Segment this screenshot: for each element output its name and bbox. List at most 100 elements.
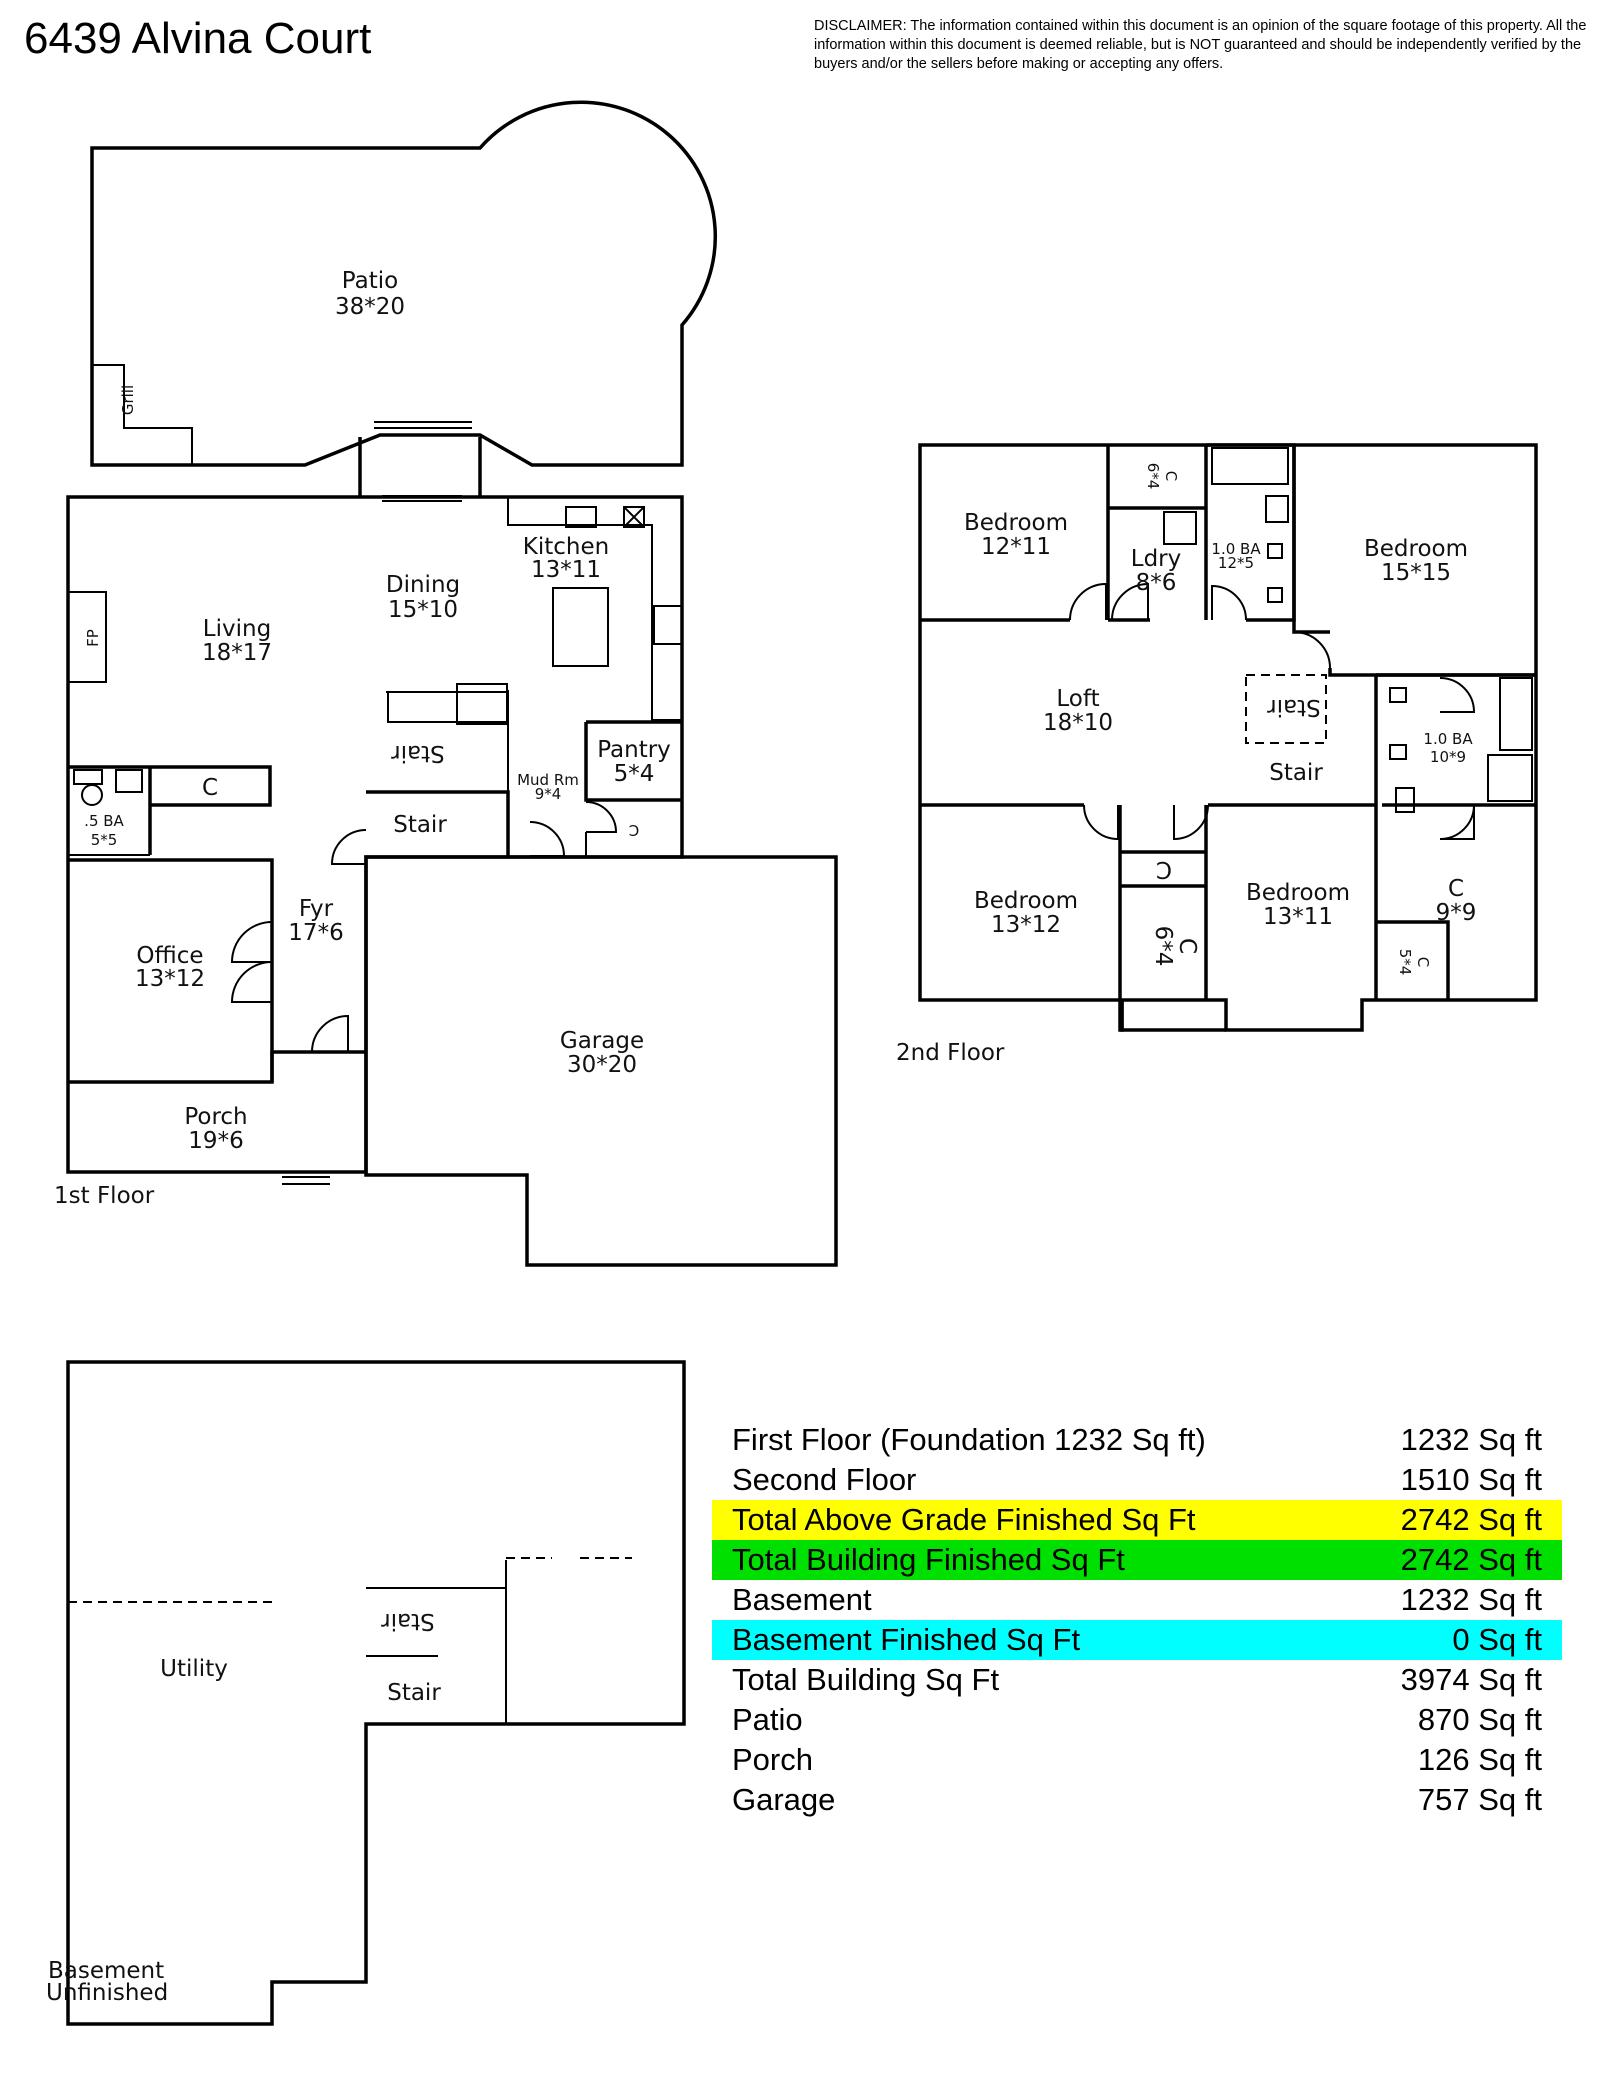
room-bath-top-name: 1.0 BA <box>1211 540 1261 558</box>
pantry-walls <box>584 720 682 802</box>
room-halfbath-dims: 5*5 <box>91 831 118 849</box>
room-kitchen-name: Kitchen <box>523 534 609 560</box>
room-closet-top-dims: 6*4 <box>1144 463 1162 490</box>
tub-icon-right <box>1499 677 1533 751</box>
room-bedroom-sw-name: Bedroom <box>974 888 1078 914</box>
sqft-value: 870 Sq ft <box>1417 1702 1542 1737</box>
room-stair-down-name: Stair <box>393 812 447 838</box>
office-wall <box>68 858 274 1082</box>
sqft-label: Total Above Grade Finished Sq Ft <box>732 1502 1196 1537</box>
room-living-name: Living <box>203 616 271 642</box>
room-dining-dims: 15*10 <box>388 597 458 623</box>
room-laundry-name: Ldry <box>1131 546 1181 572</box>
room-porch-name: Porch <box>184 1104 247 1130</box>
room-closet-mid-name: C <box>1174 938 1200 954</box>
bath-right-door <box>1439 677 1476 713</box>
kitchen-counter <box>507 497 682 721</box>
sqft-row: Patio 870 Sq ft <box>712 1700 1562 1740</box>
room-patio-name: Patio <box>342 268 398 294</box>
sqft-value: 0 Sq ft <box>1452 1622 1542 1657</box>
room-pantry-name: Pantry <box>597 737 671 763</box>
pantry-door <box>585 801 618 833</box>
room-closet-pantry-name: C <box>629 821 639 839</box>
grill-outline <box>92 364 193 465</box>
first-floor: Patio 38*20 Grill Living 18*17 FP Dining… <box>54 100 838 1267</box>
sqft-value: 1510 Sq ft <box>1400 1462 1542 1497</box>
sqft-value: 1232 Sq ft <box>1400 1422 1542 1457</box>
foyer-door <box>311 1014 349 1053</box>
square-footage-table: First Floor (Foundation 1232 Sq ft) 1232 … <box>712 1420 1562 1820</box>
room-bedroom-nw-dims: 12*11 <box>981 534 1051 560</box>
sqft-row: Basement Finished Sq Ft 0 Sq ft <box>712 1620 1562 1660</box>
sqft-row: Garage 757 Sq ft <box>712 1780 1562 1820</box>
shower-icon <box>1487 754 1533 802</box>
toilet-icon <box>73 769 103 785</box>
room-loft-dims: 18*10 <box>1043 710 1113 736</box>
room-patio-dims: 38*20 <box>335 294 405 320</box>
sqft-label: Basement Finished Sq Ft <box>732 1622 1081 1657</box>
room-living-dims: 18*17 <box>202 640 272 666</box>
sqft-value: 757 Sq ft <box>1417 1782 1542 1817</box>
room-mud-name: Mud Rm <box>517 771 579 789</box>
sqft-label: Second Floor <box>732 1462 917 1497</box>
dishwasher-icon <box>623 506 645 528</box>
toilet-icon-upper <box>1265 495 1289 523</box>
office-door <box>230 921 273 1003</box>
patio-outline <box>90 100 718 467</box>
room-closet-name: C <box>202 775 218 801</box>
kitchen-sink-icon <box>565 506 597 528</box>
room-foyer-name: Fyr <box>299 896 334 922</box>
closet-big-door <box>1439 804 1475 840</box>
room-closet-mid-dims: 6*4 <box>1150 926 1176 967</box>
laundry-sink-icon <box>1163 511 1197 545</box>
sqft-value: 2742 Sq ft <box>1400 1502 1542 1537</box>
basement-outline <box>66 1360 686 2026</box>
room-stair-up3-name: Stair <box>381 1608 435 1634</box>
room-porch-dims: 19*6 <box>188 1128 243 1154</box>
room-closet-big-dims: 9*9 <box>1436 900 1477 926</box>
room-stair-down3-name: Stair <box>387 1680 441 1706</box>
bedroom-se-door <box>1173 804 1209 841</box>
range-icon <box>653 605 683 645</box>
bedroom-ne-door <box>1293 631 1331 669</box>
room-pantry-dims: 5*4 <box>614 761 655 787</box>
sqft-row: First Floor (Foundation 1232 Sq ft) 1232 … <box>712 1420 1562 1460</box>
room-office-dims: 13*12 <box>135 966 205 992</box>
sqft-value: 1232 Sq ft <box>1400 1582 1542 1617</box>
sqft-row: Second Floor 1510 Sq ft <box>712 1460 1562 1500</box>
room-loft-name: Loft <box>1056 686 1099 712</box>
sqft-label: Basement <box>732 1582 872 1617</box>
room-bedroom-ne-dims: 15*15 <box>1381 560 1451 586</box>
tub-icon <box>1211 447 1289 485</box>
room-office-name: Office <box>136 943 203 969</box>
room-closet-small-name: C <box>1414 957 1432 967</box>
second-floor-label: 2nd Floor <box>896 1040 1005 1066</box>
laundry-door <box>1111 582 1149 621</box>
sqft-label: Garage <box>732 1782 836 1817</box>
room-closet-top-name: C <box>1162 471 1180 481</box>
patio-connector <box>358 437 482 497</box>
sqft-label: Patio <box>732 1702 803 1737</box>
room-garage-name: Garage <box>560 1028 644 1054</box>
sqft-value: 126 Sq ft <box>1417 1742 1542 1777</box>
room-bedroom-se-name: Bedroom <box>1246 880 1350 906</box>
room-bath-right-dims: 10*9 <box>1430 748 1466 766</box>
sqft-label: First Floor (Foundation 1232 Sq ft) <box>732 1422 1206 1457</box>
room-stair-up2-name: Stair <box>1267 694 1321 720</box>
room-stair-up-name: Stair <box>391 740 445 766</box>
bedroom-nw-door <box>1069 582 1107 621</box>
stair-upper-dashed <box>1245 674 1327 744</box>
basement: Utility Stair Stair Basement Unfinished <box>46 1360 686 2026</box>
sqft-label: Total Building Finished Sq Ft <box>732 1542 1125 1577</box>
room-bedroom-sw-dims: 13*12 <box>991 912 1061 938</box>
bath-top-door <box>1211 584 1247 621</box>
sqft-value: 2742 Sq ft <box>1400 1542 1542 1577</box>
sink-icon <box>115 769 143 793</box>
room-dining-name: Dining <box>386 572 460 598</box>
room-utility-name: Utility <box>160 1656 228 1682</box>
room-bath-top-dims: 12*5 <box>1218 554 1254 572</box>
room-grill-name: Grill <box>119 385 137 415</box>
sqft-row: Basement 1232 Sq ft <box>712 1580 1562 1620</box>
